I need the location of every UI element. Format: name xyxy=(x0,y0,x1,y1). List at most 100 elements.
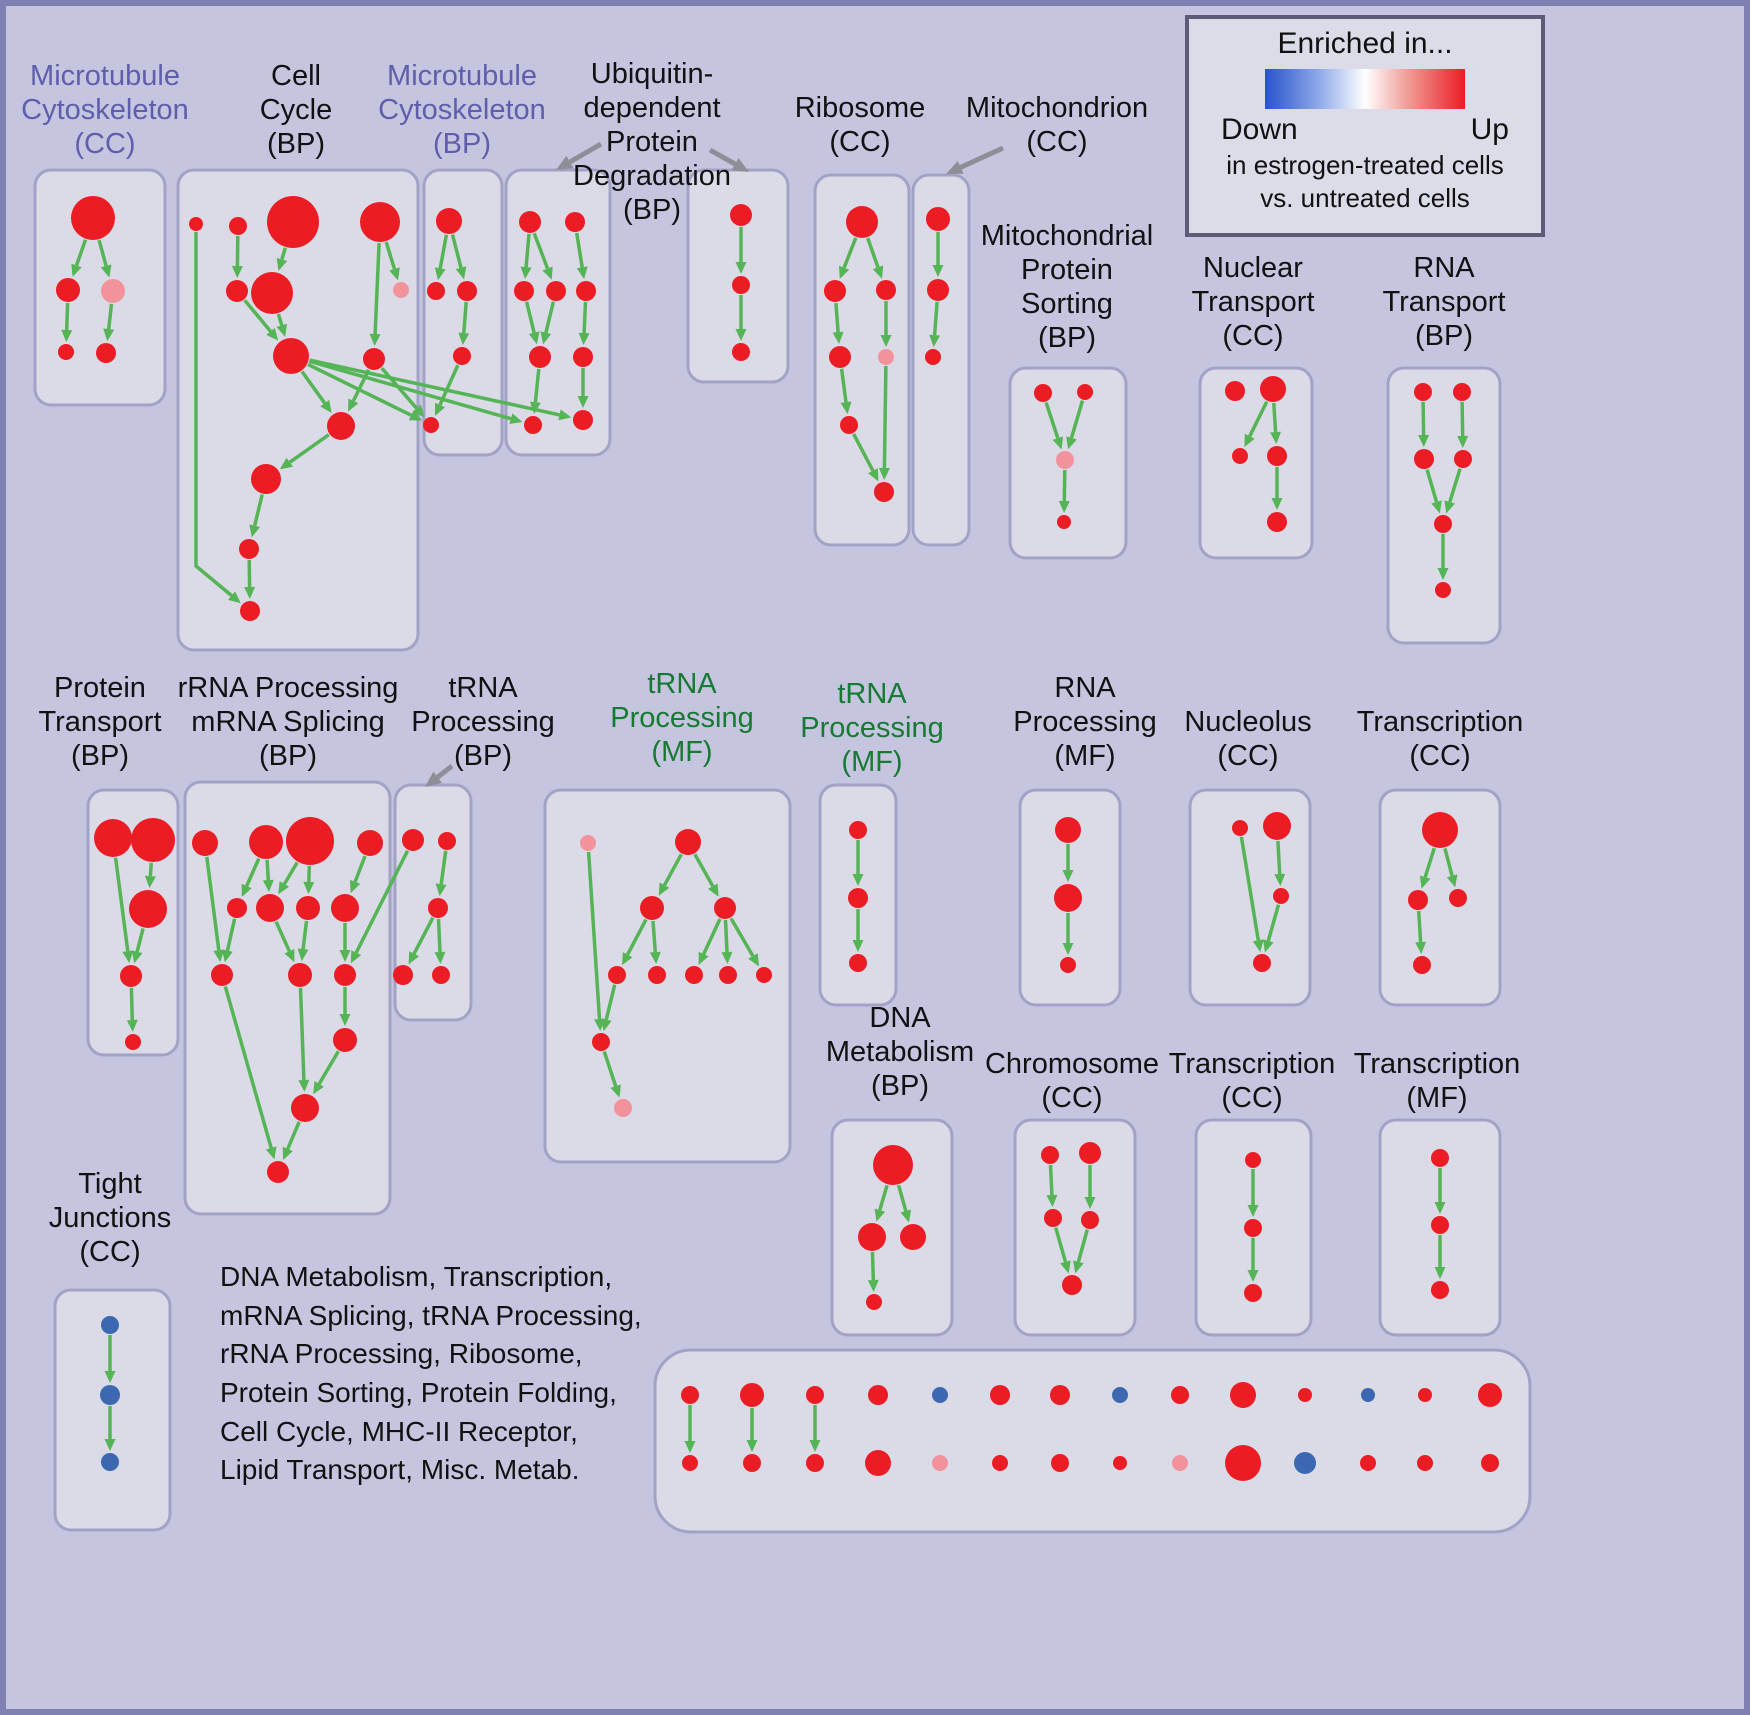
edge-nt4-nt5-head xyxy=(1271,498,1283,510)
node-ch1 xyxy=(1041,1146,1059,1164)
node-m2t xyxy=(740,1383,764,1407)
node-rt6 xyxy=(1435,582,1451,598)
node-tm4 xyxy=(714,897,736,919)
node-ub1 xyxy=(730,204,752,226)
edge-dm2-dm4 xyxy=(870,1251,876,1281)
edge-ch4-ch5 xyxy=(1076,1229,1089,1263)
edge-mb3-mb4-head xyxy=(458,332,470,345)
node-m6t xyxy=(990,1385,1010,1405)
node-pt2 xyxy=(131,818,175,862)
edge-ts1-ts2-head xyxy=(852,874,864,886)
node-rt5 xyxy=(1434,515,1452,533)
edge-ua2-ua5 xyxy=(574,232,584,268)
node-rp1 xyxy=(1055,817,1081,843)
edge-ua7-ua9-head xyxy=(577,396,589,408)
edge-rt4-rt5-head xyxy=(1444,500,1455,514)
edge-rr9-rr14 xyxy=(223,986,273,1149)
edge-cc4-cc7 xyxy=(384,241,397,270)
label-arrow-1-head xyxy=(731,158,749,172)
node-pt1 xyxy=(94,819,132,857)
edge-rr3-rr7-head xyxy=(303,881,315,894)
edge-rt1-rt3-head xyxy=(1418,434,1430,447)
edge-tm3-tm6-head xyxy=(649,951,661,964)
edge-dm1-dm2-head xyxy=(874,1208,886,1222)
edge-tb3-tb4 xyxy=(412,916,435,955)
node-tf1 xyxy=(1431,1149,1449,1167)
edge-cc4-cc9-head xyxy=(369,333,381,346)
edge-ua1-ua3 xyxy=(524,233,531,268)
cluster-label-rna-transport: RNA Transport (BP) xyxy=(1382,252,1506,352)
edge-rb1-rb3 xyxy=(866,237,880,268)
node-m11b xyxy=(1294,1452,1316,1474)
cluster-box-rrna-mrna xyxy=(183,780,392,1216)
edge-tm2-tm3-head xyxy=(658,882,670,896)
edge-nu2-nu3-head xyxy=(1274,873,1286,886)
edge-dm1-dm2 xyxy=(878,1184,889,1211)
node-tb5 xyxy=(432,966,450,984)
node-tj1 xyxy=(101,1316,119,1334)
node-ub3 xyxy=(732,343,750,361)
node-dm4 xyxy=(866,1294,882,1310)
edge-nt2-nt4 xyxy=(1272,402,1278,433)
edge-mc1-mc3 xyxy=(97,239,108,267)
edge-nt2-nt3 xyxy=(1248,400,1269,438)
node-cc12 xyxy=(239,539,259,559)
node-tm7 xyxy=(685,966,703,984)
node-nt4 xyxy=(1267,446,1287,466)
node-ua7 xyxy=(573,347,593,367)
label-arrow-0-head xyxy=(556,155,574,170)
cluster-box-chromosome xyxy=(1013,1118,1137,1337)
edge-rr13-rr14-head xyxy=(282,1146,293,1160)
node-rr6 xyxy=(256,894,284,922)
edge-tm1-tm10 xyxy=(586,851,602,1020)
edge-cc5-cc8-head xyxy=(266,327,279,341)
node-mb3 xyxy=(457,281,477,301)
edge-cc5-cc8 xyxy=(243,299,272,333)
cluster-label-ribosome: Ribosome (CC) xyxy=(794,92,926,158)
edge-mb1-mb3-head xyxy=(455,266,467,280)
edge-nt2-nt3-head xyxy=(1244,433,1255,447)
cluster-label-protein-transport: Protein Transport (BP) xyxy=(38,672,162,772)
node-rb4 xyxy=(829,346,851,368)
edge-nu1-nu4 xyxy=(1239,836,1261,941)
node-mt2 xyxy=(927,279,949,301)
node-nt1 xyxy=(1225,381,1245,401)
node-rb5 xyxy=(878,349,894,365)
cluster-box-misc xyxy=(653,1348,1532,1534)
node-tb4 xyxy=(393,965,413,985)
edge-mc3-mc5-head xyxy=(103,328,115,342)
edge-ua3-ua6-head xyxy=(528,331,540,345)
edge-mp3-mp4 xyxy=(1062,469,1067,502)
edge-rp2-rp3-head xyxy=(1062,943,1074,955)
edge-nu3-nu4 xyxy=(1266,904,1281,942)
edge-ch1-ch3-head xyxy=(1046,1194,1058,1207)
cluster-box-tight-junctions xyxy=(53,1288,172,1532)
node-rr9 xyxy=(211,964,233,986)
node-ub2 xyxy=(732,276,750,294)
edge-mp2-mp3-head xyxy=(1066,436,1077,450)
label-arrow-1 xyxy=(708,147,737,167)
node-ch3 xyxy=(1044,1209,1062,1227)
label-arrow-0 xyxy=(568,141,603,165)
node-ts3 xyxy=(849,954,867,972)
cluster-label-transcription-mf: Transcription (MF) xyxy=(1353,1048,1521,1114)
edge-mb3-mb4 xyxy=(462,301,468,334)
node-pt5 xyxy=(125,1034,141,1050)
edge-rb1-rb2-head xyxy=(839,265,850,279)
edge-rr10-rr13-head xyxy=(298,1079,310,1092)
cluster-box-mito xyxy=(911,173,971,547)
node-cc9 xyxy=(363,348,385,370)
edge-mc2-mc4 xyxy=(64,302,70,331)
edge-cc8-cc10 xyxy=(300,370,327,405)
edge-mt1-mt2-head xyxy=(932,265,944,277)
legend-down-label: Down xyxy=(1221,113,1298,146)
node-rb2 xyxy=(824,280,846,302)
edge-rb3-rb5-head xyxy=(880,335,892,347)
node-m3t xyxy=(806,1386,824,1404)
edge-mp1-mp3-head xyxy=(1052,436,1064,450)
edge-tb1-rr11 xyxy=(354,849,410,954)
node-tc1 xyxy=(1422,812,1458,848)
node-tj2 xyxy=(100,1385,120,1405)
edge-tm4-tm8 xyxy=(723,919,729,953)
edge-tm10-tm11 xyxy=(602,1050,618,1087)
